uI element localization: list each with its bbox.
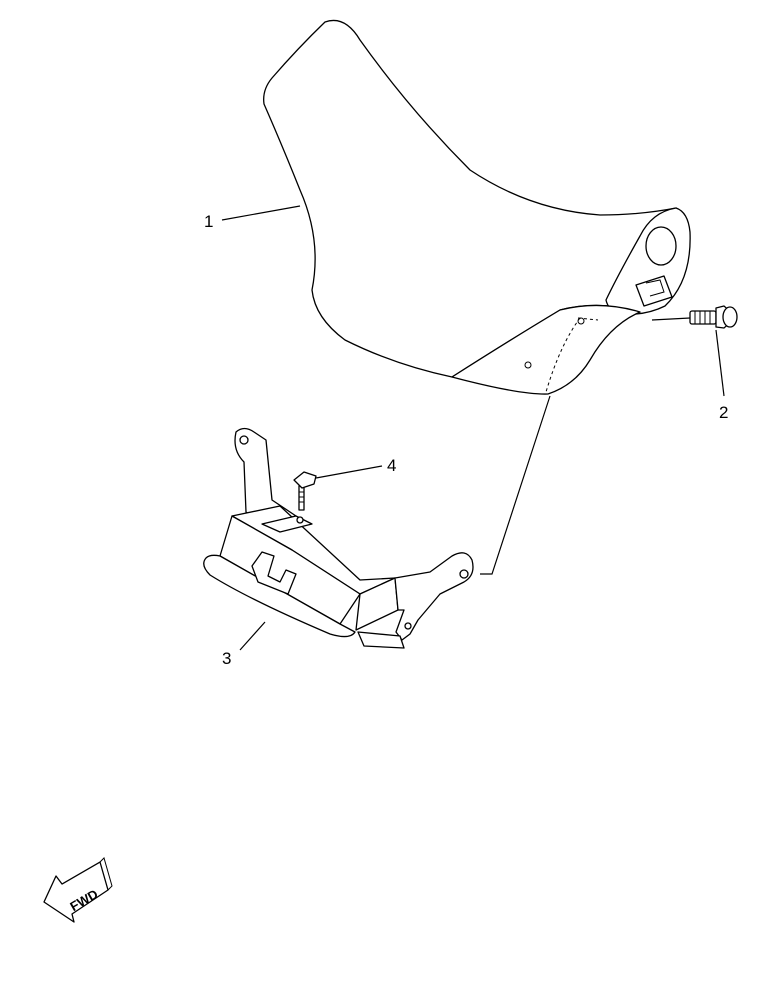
leader-lines <box>221 205 725 651</box>
bolt-part[interactable] <box>689 305 738 329</box>
callout-2: 2 <box>719 403 728 422</box>
callout-3: 3 <box>222 649 231 668</box>
seat-part[interactable] <box>263 19 691 395</box>
leader-line-2 <box>715 329 725 397</box>
assembly-line <box>480 395 551 575</box>
screw-part[interactable] <box>293 471 317 511</box>
callout-1: 1 <box>204 212 213 231</box>
leader-line-3 <box>239 621 266 651</box>
bolt-axis-line <box>651 317 691 321</box>
bracket-part[interactable] <box>203 427 474 649</box>
fwd-arrow-icon: FWD <box>43 857 113 923</box>
leader-line-4 <box>315 465 383 479</box>
callout-4: 4 <box>387 456 396 475</box>
leader-line-1 <box>221 205 301 221</box>
